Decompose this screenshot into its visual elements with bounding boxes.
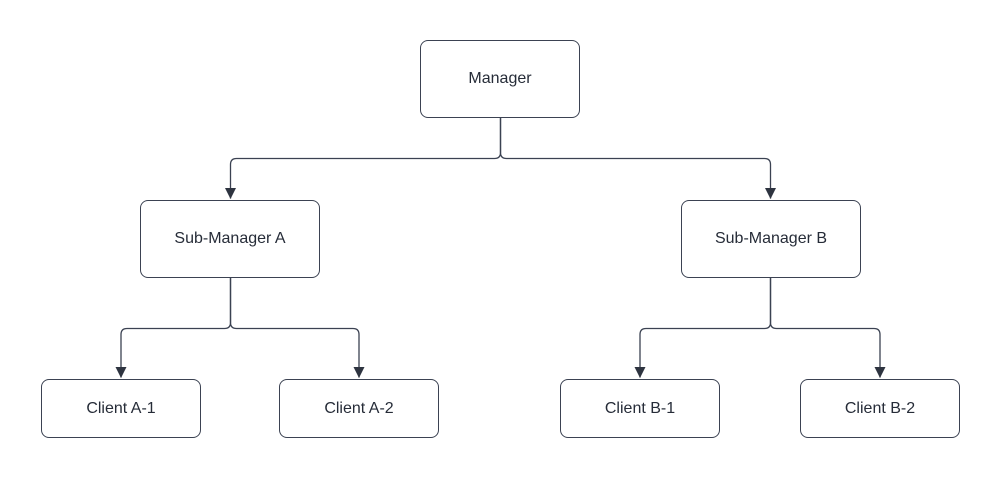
edge-sub-a-client-a2: [229, 278, 365, 378]
node-client-a1-label: Client A-1: [86, 399, 156, 417]
node-manager: Manager: [420, 40, 580, 118]
node-client-a2: Client A-2: [279, 379, 439, 438]
node-client-b2: Client B-2: [800, 379, 960, 438]
node-sub-manager-a-label: Sub-Manager A: [174, 230, 286, 248]
edge-manager-sub-b: [499, 118, 776, 199]
node-sub-manager-b-label: Sub-Manager B: [714, 230, 828, 248]
node-sub-manager-a: Sub-Manager A: [140, 200, 320, 278]
node-manager-label: Manager: [468, 70, 532, 88]
node-client-b1-label: Client B-1: [604, 399, 676, 417]
edge-manager-sub-a: [225, 118, 502, 199]
edge-sub-b-client-b1: [634, 278, 772, 378]
node-client-b2-label: Client B-2: [844, 399, 916, 417]
node-client-a1: Client A-1: [41, 379, 201, 438]
node-client-b1: Client B-1: [560, 379, 720, 438]
edge-sub-a-client-a1: [115, 278, 232, 378]
edge-sub-b-client-b2: [769, 278, 886, 378]
node-client-a2-label: Client A-2: [324, 399, 394, 417]
node-sub-manager-b: Sub-Manager B: [681, 200, 861, 278]
